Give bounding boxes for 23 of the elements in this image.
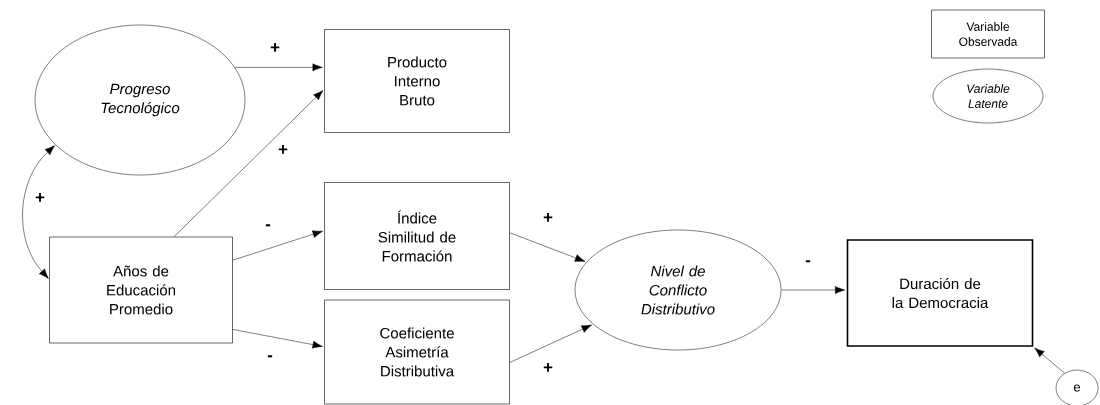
edge-label: + <box>34 192 46 204</box>
arrow <box>232 230 323 261</box>
edge-label: + <box>542 212 554 224</box>
arrow <box>509 232 586 262</box>
edge-label: - <box>264 223 272 231</box>
arrow <box>173 90 324 237</box>
edge-label: + <box>269 42 281 54</box>
arrow <box>234 63 323 72</box>
edge-label: + <box>542 362 554 374</box>
observed-variable-box: Producto Interno Bruto <box>324 29 510 133</box>
edge-label: + <box>277 144 289 156</box>
legend-box: Variable Observada <box>931 9 1045 59</box>
arrow <box>509 324 592 363</box>
arrow <box>22 145 55 279</box>
observed-variable-box: Coeficiente Asimetría Distributiva <box>324 299 510 405</box>
arrow <box>1034 347 1065 374</box>
edge-label: - <box>804 259 812 267</box>
observed-variable-box: Duración de la Democracia <box>846 239 1034 347</box>
edge-label: - <box>266 354 274 362</box>
arrow <box>781 286 846 294</box>
observed-variable-box: Índice Similitud de Formación <box>324 182 510 290</box>
arrow <box>232 329 323 349</box>
observed-variable-box: Años de Educación Promedio <box>49 236 233 344</box>
